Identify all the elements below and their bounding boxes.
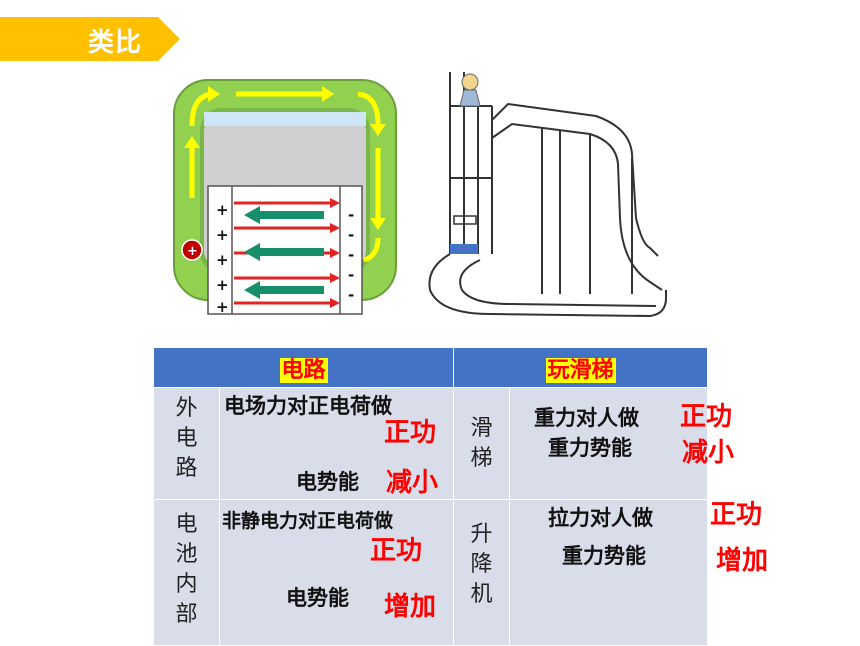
row1-slide-result2: 减小 bbox=[682, 438, 735, 468]
row1-left-label: 外电路 bbox=[175, 396, 198, 481]
row1-circuit-result1: 正功 bbox=[384, 418, 437, 448]
svg-text:+: + bbox=[216, 201, 229, 219]
row2-slide-line2: 重力势能 bbox=[562, 544, 647, 568]
row2-slide-cell: 拉力对人做 重力势能 bbox=[509, 499, 709, 646]
row2-slide-result2: 增加 bbox=[716, 546, 769, 576]
svg-text:-: - bbox=[348, 286, 354, 304]
section-tag bbox=[0, 17, 180, 61]
slide-diagram bbox=[428, 72, 667, 318]
row1-circuit-cell: 电场力对正电荷做 正功 电势能 减小 bbox=[218, 387, 455, 500]
row2-slide-line1: 拉力对人做 bbox=[548, 506, 654, 530]
row2-circuit-line2: 电势能 bbox=[286, 586, 349, 610]
row1-circuit-line1: 电场力对正电荷做 bbox=[224, 394, 392, 418]
positive-charge bbox=[181, 239, 203, 261]
svg-text:-: - bbox=[348, 266, 354, 284]
row1-circuit-result2: 减小 bbox=[386, 468, 439, 498]
table-row: 电池内部 非静电力对正电荷做 正功 电势能 增加 升降机 拉力对人做 重力势能 bbox=[153, 499, 709, 646]
svg-text:+: + bbox=[216, 226, 229, 244]
header-circuit: 电路 bbox=[152, 347, 455, 388]
row1-mid-label: 滑梯 bbox=[470, 416, 493, 471]
circuit-diagram: + + + + + - - - - - + bbox=[173, 79, 397, 316]
row1-slide-line2: 重力势能 bbox=[548, 436, 633, 460]
comparison-table: 电路 玩滑梯 外电路 电场力对正电荷做 正功 电势能 减小 滑梯 重力对人做 重… bbox=[152, 347, 709, 646]
row2-left-label: 电池内部 bbox=[175, 512, 198, 627]
current-arrows bbox=[189, 91, 381, 263]
row2-circuit-line1: 非静电力对正电荷做 bbox=[222, 510, 394, 532]
svg-text:-: - bbox=[348, 206, 354, 224]
svg-text:+: + bbox=[216, 251, 229, 269]
svg-text:+: + bbox=[216, 298, 229, 316]
table-header-row: 电路 玩滑梯 bbox=[152, 347, 709, 388]
row2-left-label-cell: 电池内部 bbox=[153, 499, 220, 646]
row2-circuit-result1: 正功 bbox=[370, 536, 423, 566]
row2-slide-result1: 正功 bbox=[710, 500, 763, 530]
row1-mid-label-cell: 滑梯 bbox=[453, 387, 511, 500]
tag-arrow-shape bbox=[0, 17, 180, 61]
row2-mid-label: 升降机 bbox=[470, 522, 493, 607]
row1-slide-cell: 重力对人做 重力势能 bbox=[509, 387, 709, 500]
svg-text:-: - bbox=[348, 246, 354, 264]
charge-label: + bbox=[187, 244, 198, 259]
row2-circuit-cell: 非静电力对正电荷做 正功 电势能 增加 bbox=[218, 499, 455, 646]
person-icon bbox=[459, 73, 481, 107]
row1-slide-line1: 重力对人做 bbox=[534, 406, 640, 430]
row2-mid-label-cell: 升降机 bbox=[453, 499, 511, 646]
header-slide: 玩滑梯 bbox=[453, 347, 709, 388]
header-slide-label: 玩滑梯 bbox=[545, 357, 616, 383]
section-tag-label: 类比 bbox=[88, 28, 143, 58]
svg-text:+: + bbox=[216, 276, 229, 294]
header-circuit-label: 电路 bbox=[279, 357, 328, 383]
row1-slide-result1: 正功 bbox=[680, 402, 733, 432]
row1-left-label-cell: 外电路 bbox=[153, 387, 220, 500]
table-row: 外电路 电场力对正电荷做 正功 电势能 减小 滑梯 重力对人做 重力势能 bbox=[153, 387, 709, 500]
row1-circuit-line2: 电势能 bbox=[296, 470, 359, 494]
svg-text:-: - bbox=[348, 226, 354, 244]
row2-circuit-result2: 增加 bbox=[384, 592, 437, 622]
field-arrows bbox=[234, 198, 340, 308]
